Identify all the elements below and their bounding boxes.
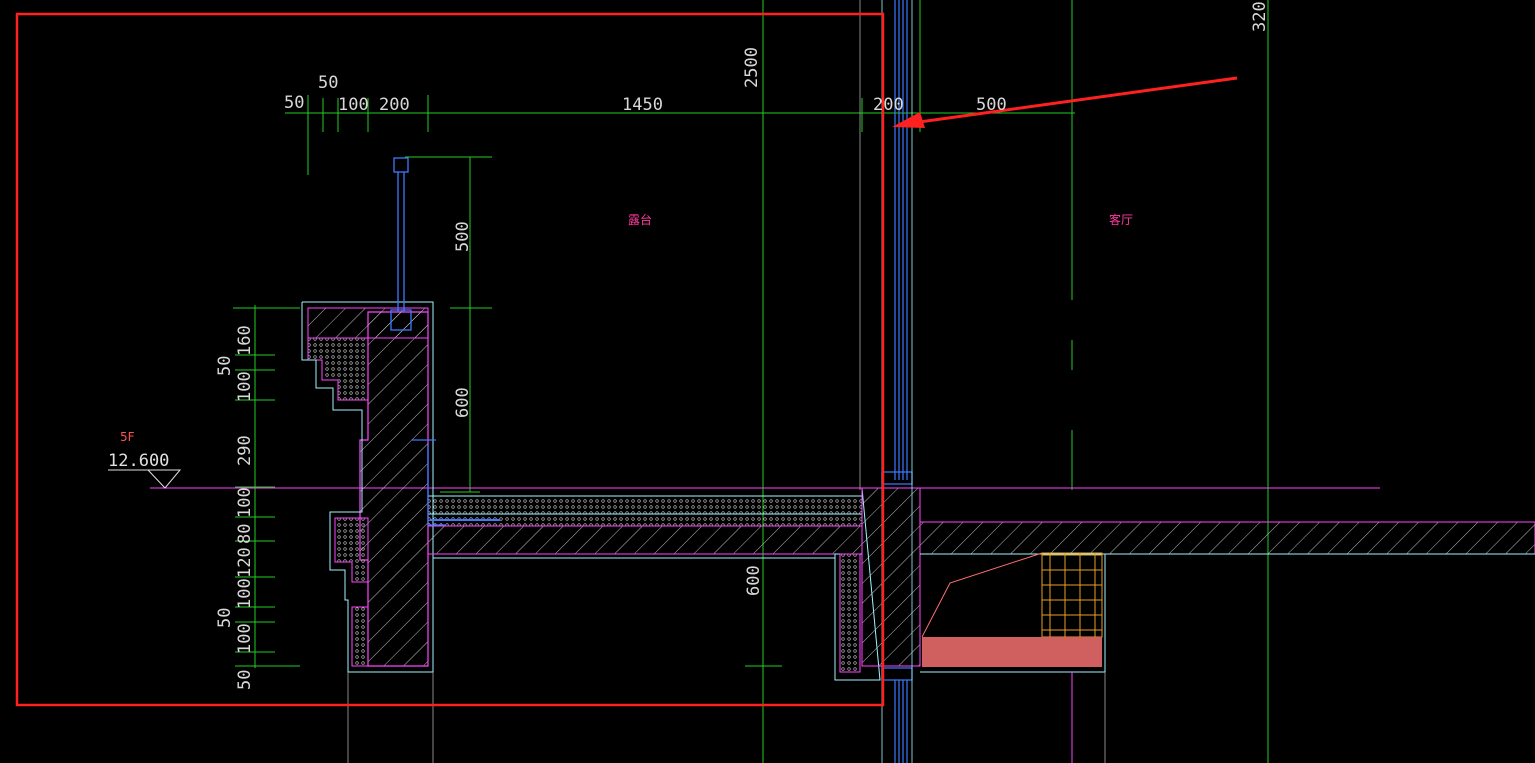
- elevation-value: 12.600: [108, 451, 169, 471]
- dim-top-5: 200: [873, 95, 904, 115]
- window-frame: [881, 0, 913, 763]
- slab-fill-block: [922, 637, 1102, 667]
- dimension-vertical-right: [405, 156, 782, 667]
- dim-left-3: 290: [235, 435, 255, 466]
- edge-beam: [834, 487, 921, 681]
- highlight-box: [15, 12, 885, 707]
- dim-600-lower: 600: [744, 565, 764, 596]
- dim-top-4: 1450: [622, 95, 663, 115]
- dimension-vertical-left: [233, 305, 300, 668]
- room-label-balcony: 露台: [628, 212, 652, 227]
- dim-left-9: 100: [235, 623, 255, 654]
- dim-top-0: 50: [284, 93, 304, 113]
- dim-left-7: 100: [235, 578, 255, 609]
- rainwater-pipe: [390, 157, 445, 526]
- dim-left-0: 160: [235, 325, 255, 356]
- reference-lines: [762, 0, 1269, 763]
- dim-top-3: 200: [379, 95, 410, 115]
- dim-right-0: 500: [453, 221, 473, 252]
- construction-lines: [347, 0, 1106, 763]
- dim-left-2: 100: [235, 371, 255, 402]
- dim-left-5: 80: [235, 524, 255, 544]
- dim-top-6: 500: [976, 95, 1007, 115]
- dim-left-6: 120: [235, 547, 255, 578]
- dim-top-2: 100: [338, 95, 369, 115]
- dim-320-partial: 320: [1250, 1, 1270, 32]
- dim-right-1: 600: [453, 387, 473, 418]
- dim-left-1: 50: [215, 356, 235, 376]
- elevation-symbol: [108, 469, 182, 489]
- annotation-arrow: [892, 76, 1238, 128]
- interior-slab: [919, 521, 1535, 673]
- dim-left-10: 50: [235, 670, 255, 690]
- dim-top-1: 50: [318, 73, 338, 93]
- floor-label: 5F: [120, 430, 135, 444]
- dim-left-4: 100: [235, 487, 255, 518]
- balcony-slab: [427, 495, 863, 559]
- parapet-section: [301, 301, 434, 673]
- room-label-living: 客厅: [1109, 212, 1133, 227]
- dim-2500: 2500: [742, 47, 762, 88]
- dim-left-8: 50: [215, 608, 235, 628]
